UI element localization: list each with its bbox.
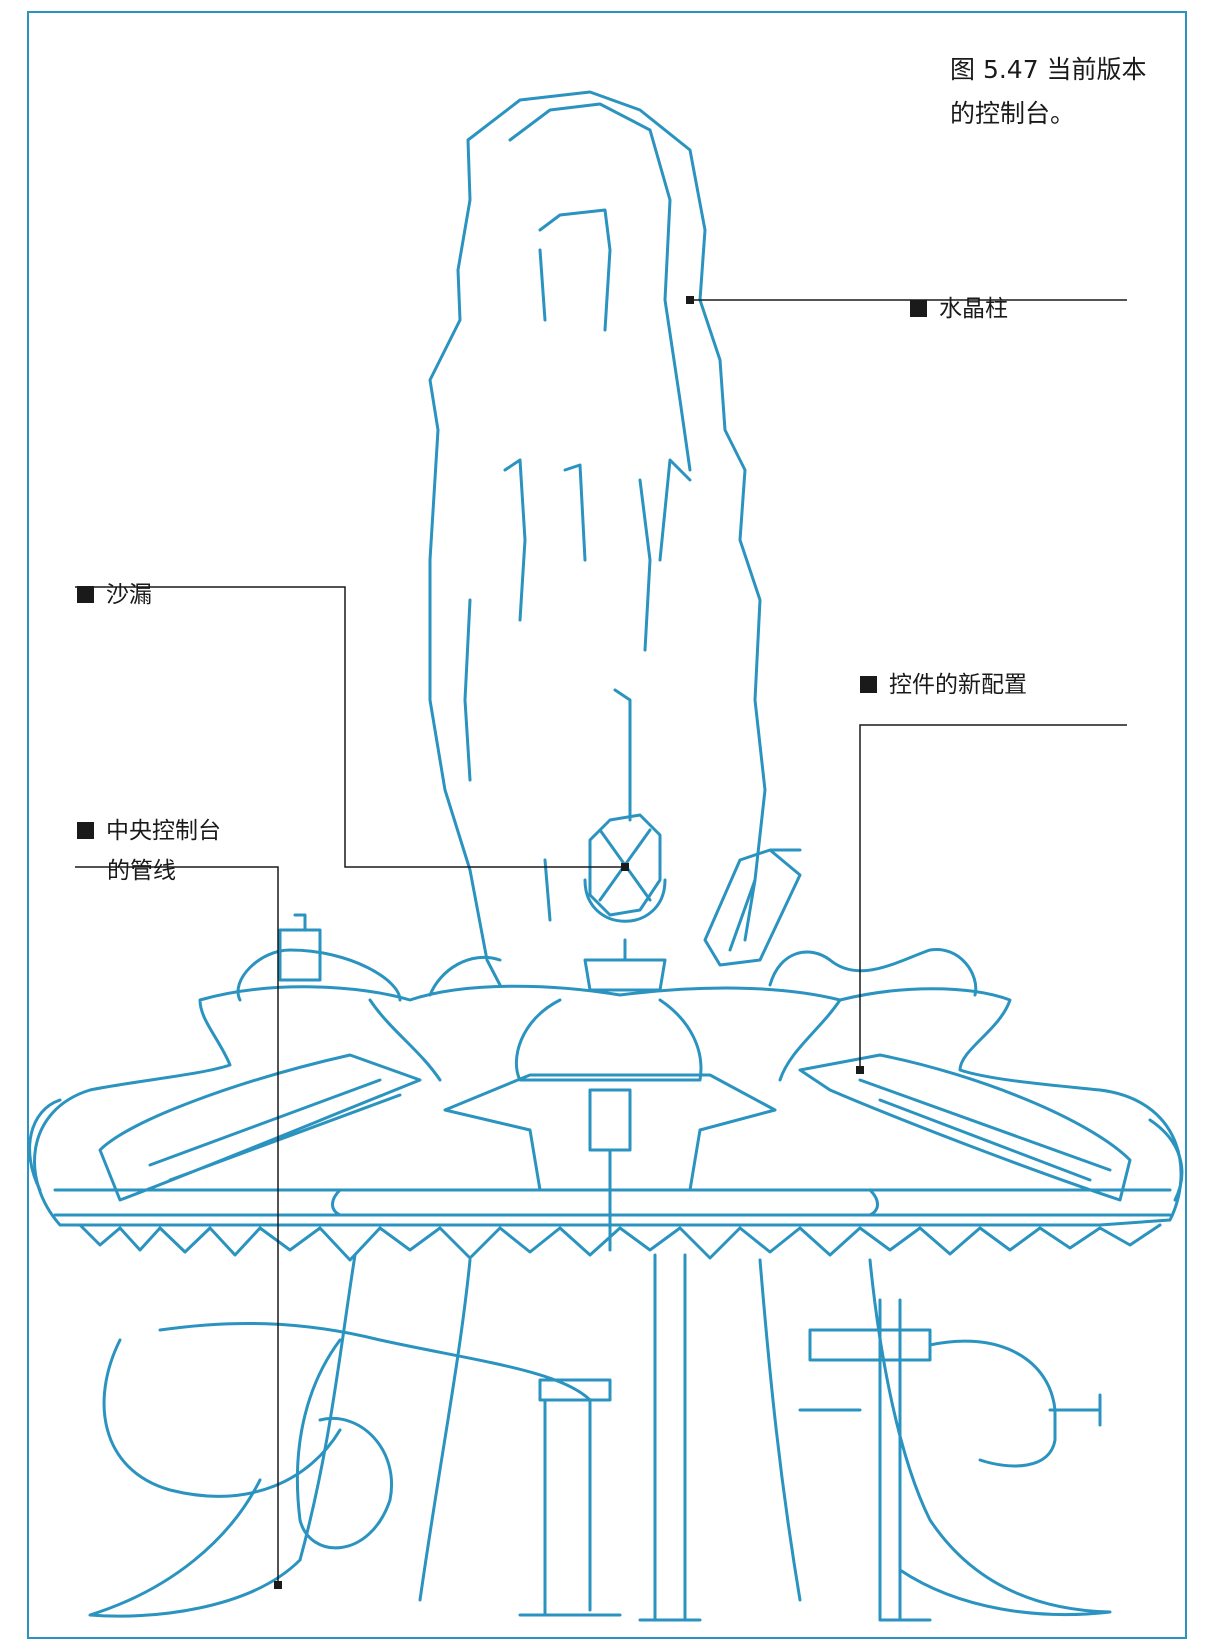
caption-line-1: 图 5.47 当前版本 [950, 55, 1147, 84]
callout-square-icon [77, 822, 94, 839]
callout-new-controls: 控件的新配置 [860, 625, 1027, 705]
left-pipe-loop [104, 1323, 590, 1610]
lever-arm [705, 850, 800, 965]
console-upper-bowl [370, 1000, 840, 1080]
callout-text: 中央控制台 [106, 818, 221, 844]
leader-dot-hourglass [621, 863, 629, 871]
center-support [640, 1255, 700, 1620]
leader-new-controls [860, 725, 1127, 1070]
leader-dot-central-console-pipes [274, 1581, 282, 1589]
callout-text: 水晶柱 [939, 296, 1008, 322]
left-control-panel [100, 1055, 420, 1200]
pedestal-left [90, 1255, 470, 1616]
callout-hourglass: 沙漏 [77, 535, 152, 615]
left-valve-box [280, 915, 320, 980]
callout-central-console-pipes: 中央控制台 的管线 [77, 771, 221, 931]
leader-dot-crystal-column [686, 296, 694, 304]
hourglass-base [585, 960, 665, 990]
callout-square-icon [77, 586, 94, 603]
crystal-column-inner [465, 104, 690, 920]
callout-text-line-2: 的管线 [77, 851, 221, 891]
drip-edge [80, 1225, 1160, 1260]
pedestal-right [760, 1260, 1110, 1615]
leader-dot-new-controls [856, 1066, 864, 1074]
figure-caption: 图 5.47 当前版本 的控制台。 [950, 48, 1147, 136]
crystal-column-outline [430, 92, 765, 985]
right-control-panel [800, 1055, 1130, 1200]
callout-text: 沙漏 [106, 582, 152, 608]
callout-square-icon [910, 300, 927, 317]
left-pipe-supports [520, 1380, 620, 1615]
right-pipework [800, 1300, 1100, 1620]
callout-crystal-column: 水晶柱 [910, 249, 1008, 329]
hourglass-frame [585, 815, 665, 960]
front-rail [55, 1190, 1170, 1215]
caption-line-2: 的控制台。 [950, 99, 1075, 128]
callout-square-icon [860, 676, 877, 693]
callout-text: 控件的新配置 [889, 672, 1027, 698]
